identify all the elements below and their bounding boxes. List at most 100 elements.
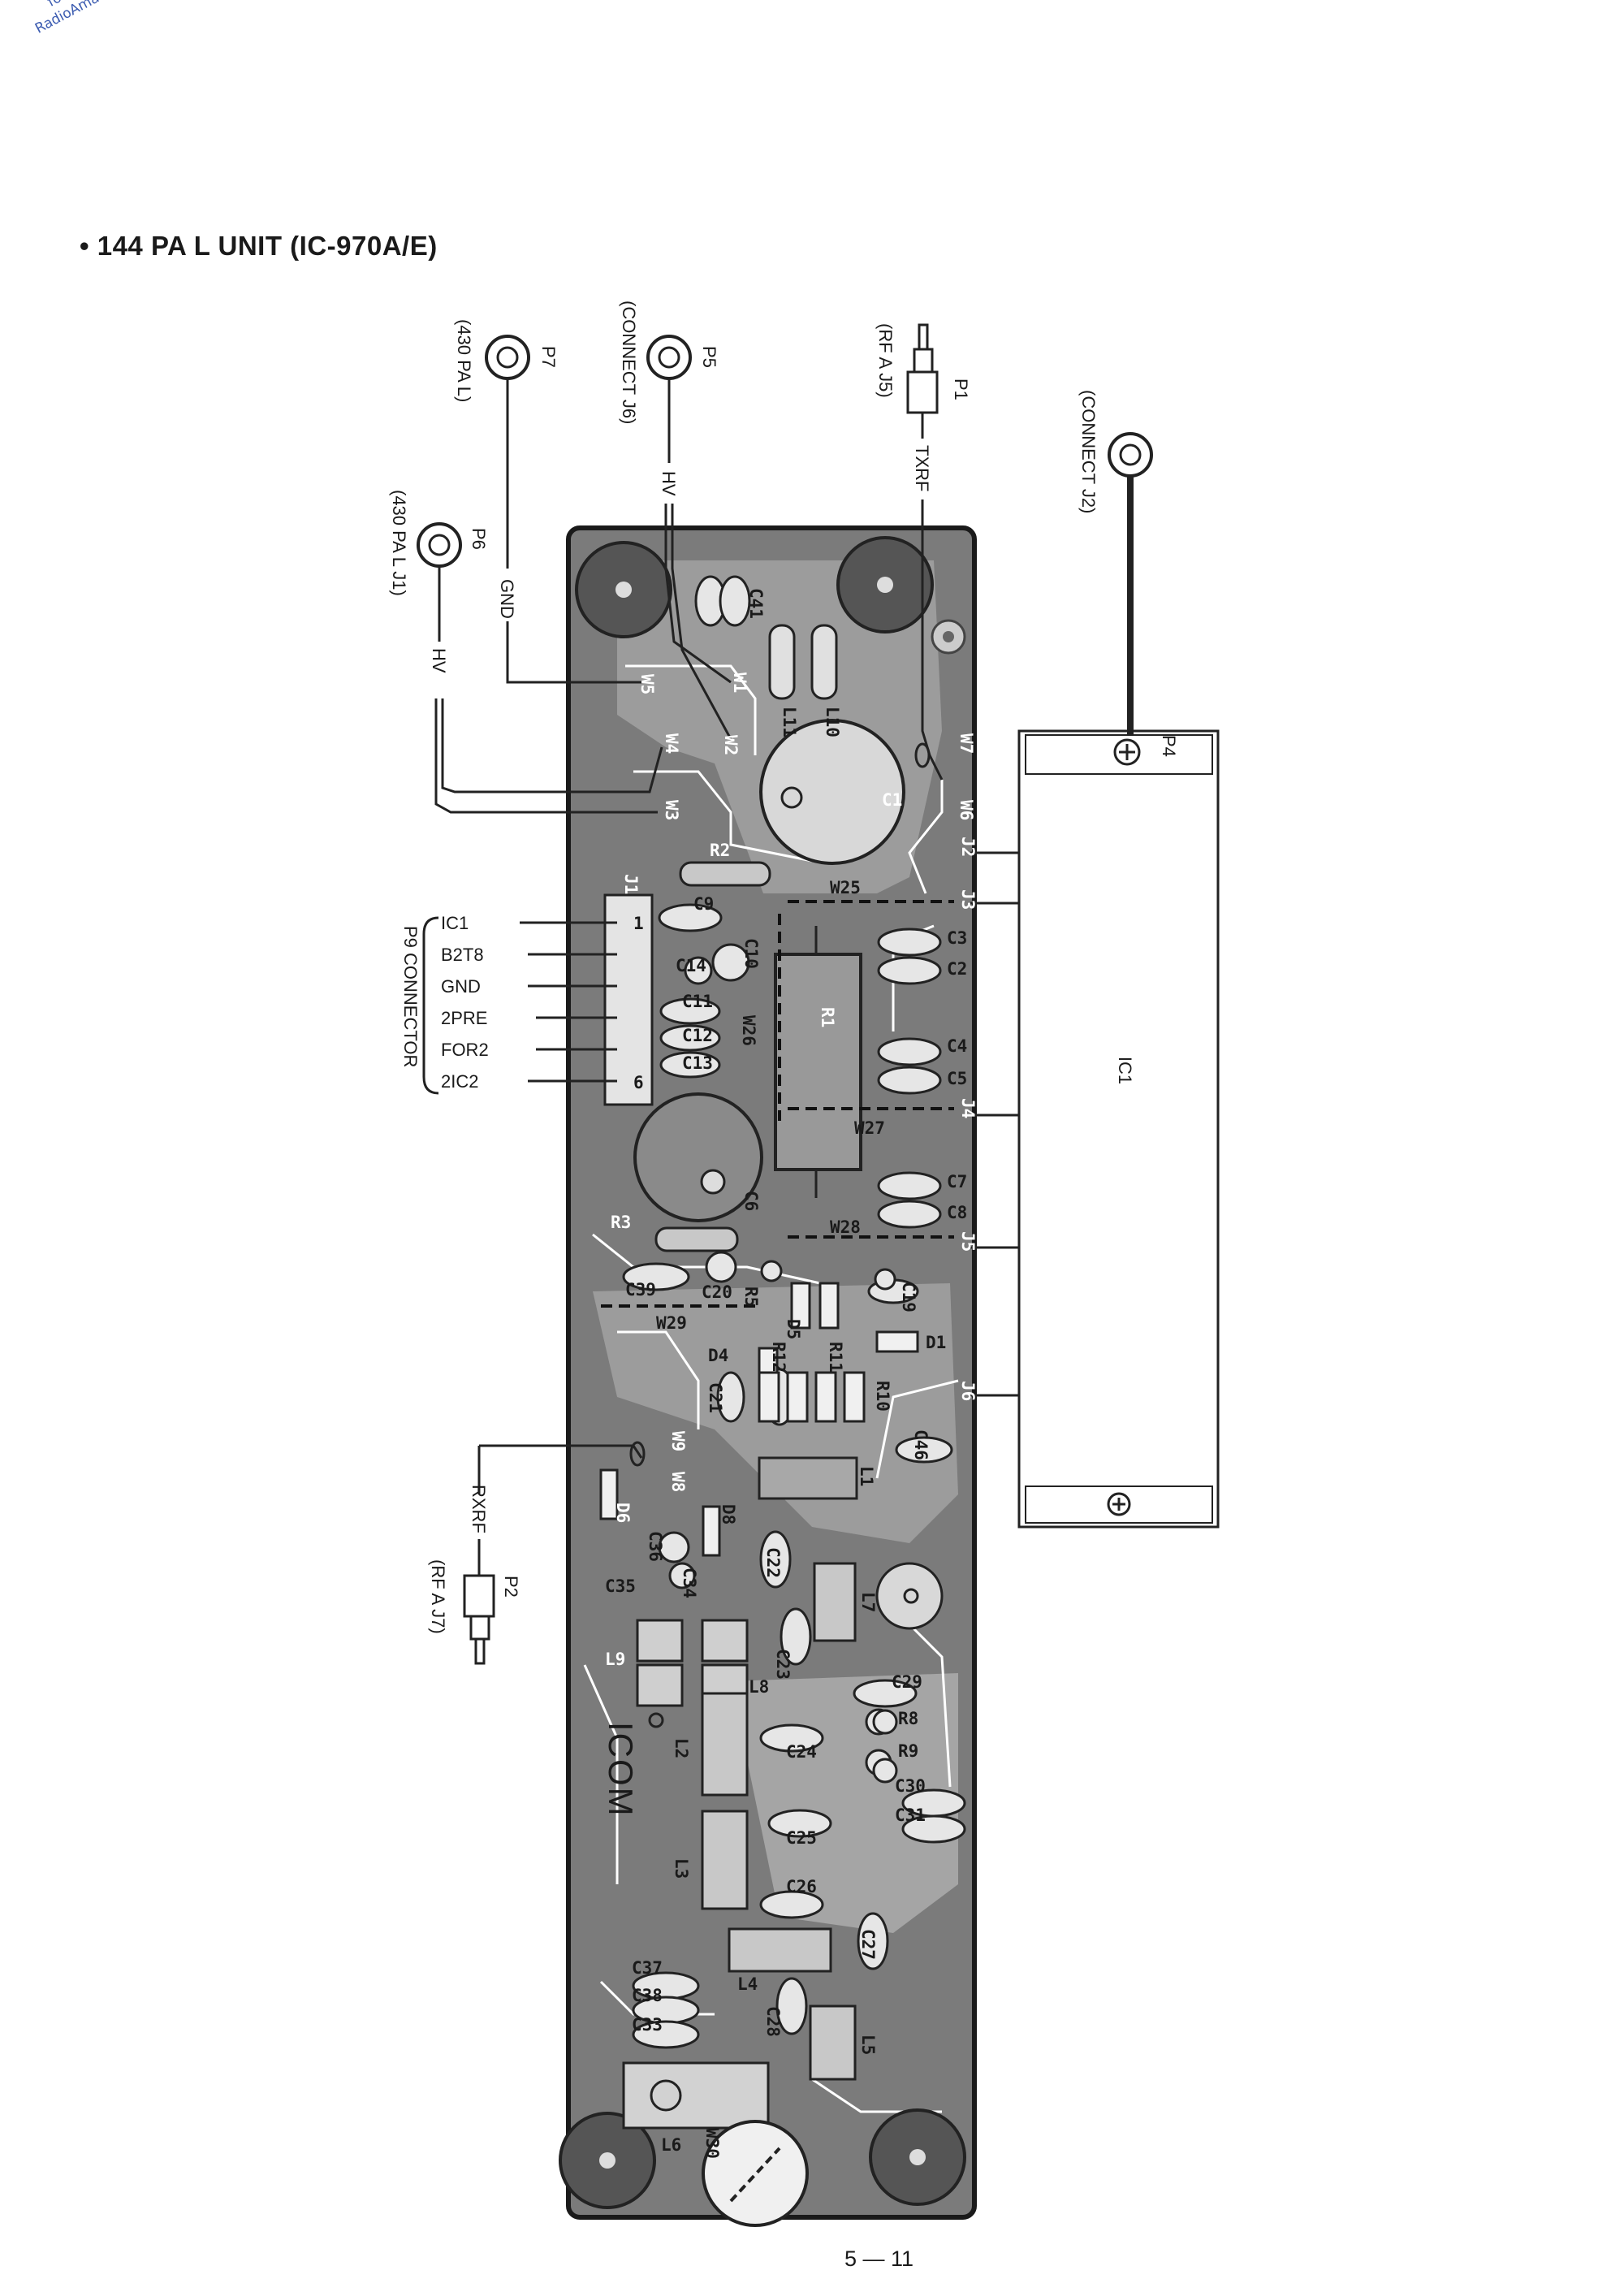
component-label: C28	[763, 2006, 783, 2037]
jumper-label: W6	[957, 800, 976, 820]
component-label: C31	[895, 1805, 926, 1825]
jumper-label: W29	[656, 1313, 687, 1333]
component-label: C27	[858, 1929, 878, 1960]
jumper-label: W7	[957, 733, 976, 754]
mounting-hole	[559, 2112, 656, 2209]
component-label: C9	[693, 894, 714, 914]
component-label: C7	[947, 1172, 967, 1191]
jumper-label: W5	[637, 674, 657, 694]
component-label: L4	[737, 1974, 758, 1994]
component-label: R3	[611, 1213, 631, 1232]
component-labels: C41 L11 L10 C1 R2 C9 C10 C14 C11 C12 C13…	[605, 588, 967, 2155]
mounting-hole	[836, 536, 934, 634]
jumper-label: W8	[668, 1472, 688, 1492]
jumper-labels: W1 W2 W5 W4 W3 W7 W6 W25 W26 W27 W28 W29…	[637, 672, 976, 2159]
p5-wire: HV	[659, 471, 679, 496]
component-label: C22	[763, 1547, 783, 1578]
p4-name: P4	[1159, 735, 1179, 757]
p4-note: (CONNECT J2)	[1078, 390, 1099, 513]
component-label: R10	[873, 1381, 892, 1412]
component-label: C20	[702, 1282, 732, 1302]
component-label: L6	[661, 2135, 681, 2155]
component-label: C19	[899, 1282, 918, 1312]
external-wiring	[417, 323, 1153, 1665]
p6-note: (430 PA L J1)	[389, 490, 409, 596]
jumper-label: W27	[854, 1118, 885, 1138]
component-label: C26	[786, 1877, 817, 1896]
p6-wire: HV	[429, 648, 449, 673]
component-label: L2	[672, 1738, 691, 1758]
component-label: C3	[947, 928, 967, 948]
component-label: C11	[682, 992, 713, 1011]
module-label: IC1	[1115, 1057, 1135, 1084]
mounting-hole	[575, 541, 672, 638]
p9-pin-label: 2PRE	[441, 1008, 487, 1028]
board-jack-labels: J2 J3 J4 J5 J6	[958, 837, 978, 1401]
board-jack-label: J3	[958, 889, 978, 910]
component-label: C2	[947, 959, 967, 979]
component-label: R2	[710, 841, 730, 860]
board-jack-label: J5	[958, 1231, 978, 1252]
p6-name: P6	[469, 528, 489, 550]
component-label: R9	[898, 1741, 918, 1761]
jumper-label: W9	[668, 1431, 688, 1451]
p7-wire: GND	[497, 579, 517, 619]
component-label: R12	[769, 1342, 788, 1373]
jumper-label: W25	[830, 878, 861, 897]
component-label: C12	[682, 1026, 713, 1045]
component-label: D8	[719, 1504, 738, 1524]
component-label: C36	[646, 1531, 665, 1562]
component-label: C5	[947, 1069, 967, 1088]
component-label: R1	[818, 1007, 837, 1027]
component-label: R11	[826, 1342, 845, 1373]
mounting-hole	[869, 2108, 966, 2206]
component-label: C10	[741, 938, 761, 969]
p7-note: (430 PA L)	[454, 319, 474, 402]
p9-connector-wiring	[422, 916, 617, 1095]
component-label: C24	[786, 1742, 817, 1762]
component-label: L5	[858, 2035, 878, 2055]
component-label: L3	[672, 1858, 691, 1879]
component-label: C34	[680, 1568, 699, 1598]
component-label: C39	[625, 1280, 656, 1300]
component-label: C6	[741, 1191, 761, 1211]
component-label: C30	[895, 1776, 926, 1796]
jumper-label: W26	[739, 1015, 758, 1046]
p2-wire: RXRF	[469, 1485, 489, 1533]
p1-note: (RF A J5)	[875, 323, 896, 398]
p5-note: (CONNECT J6)	[619, 301, 639, 424]
jumper-label: W2	[721, 735, 741, 755]
p9-pin-label: FOR2	[441, 1040, 489, 1060]
component-label: R5	[741, 1287, 761, 1307]
p9-pin-label: GND	[441, 976, 481, 997]
p9-pin-label: B2T8	[441, 945, 484, 965]
board-jack-label: J2	[958, 837, 978, 857]
component-label: L1	[857, 1466, 876, 1486]
p7-name: P7	[538, 346, 559, 368]
component-label: C41	[746, 588, 766, 619]
p9-pin-label: IC1	[441, 913, 469, 933]
component-label: C38	[632, 1986, 663, 2005]
page-number: 5 — 11	[844, 2247, 914, 2271]
j1-pin-last: 6	[633, 1073, 644, 1092]
test-point	[931, 619, 966, 655]
component-label: C13	[682, 1053, 713, 1073]
component-label: C14	[676, 956, 706, 975]
component-label: C1	[882, 790, 902, 810]
board-jack-label: J6	[958, 1381, 978, 1401]
component-label: D6	[613, 1503, 633, 1523]
p5-name: P5	[699, 346, 719, 368]
j1-pin-first: 1	[633, 914, 644, 933]
component-label: C8	[947, 1203, 967, 1222]
component-label: C29	[892, 1672, 922, 1692]
component-label: C33	[632, 2015, 663, 2035]
jumper-label: W28	[830, 1217, 861, 1237]
p1-name: P1	[951, 378, 971, 400]
component-label: L8	[749, 1677, 769, 1697]
component-label: L7	[858, 1592, 878, 1612]
component-label: L9	[605, 1650, 625, 1669]
module-ic1: IC1	[970, 729, 1220, 1529]
j1-label: J1	[621, 874, 641, 894]
board-components	[599, 575, 966, 2227]
